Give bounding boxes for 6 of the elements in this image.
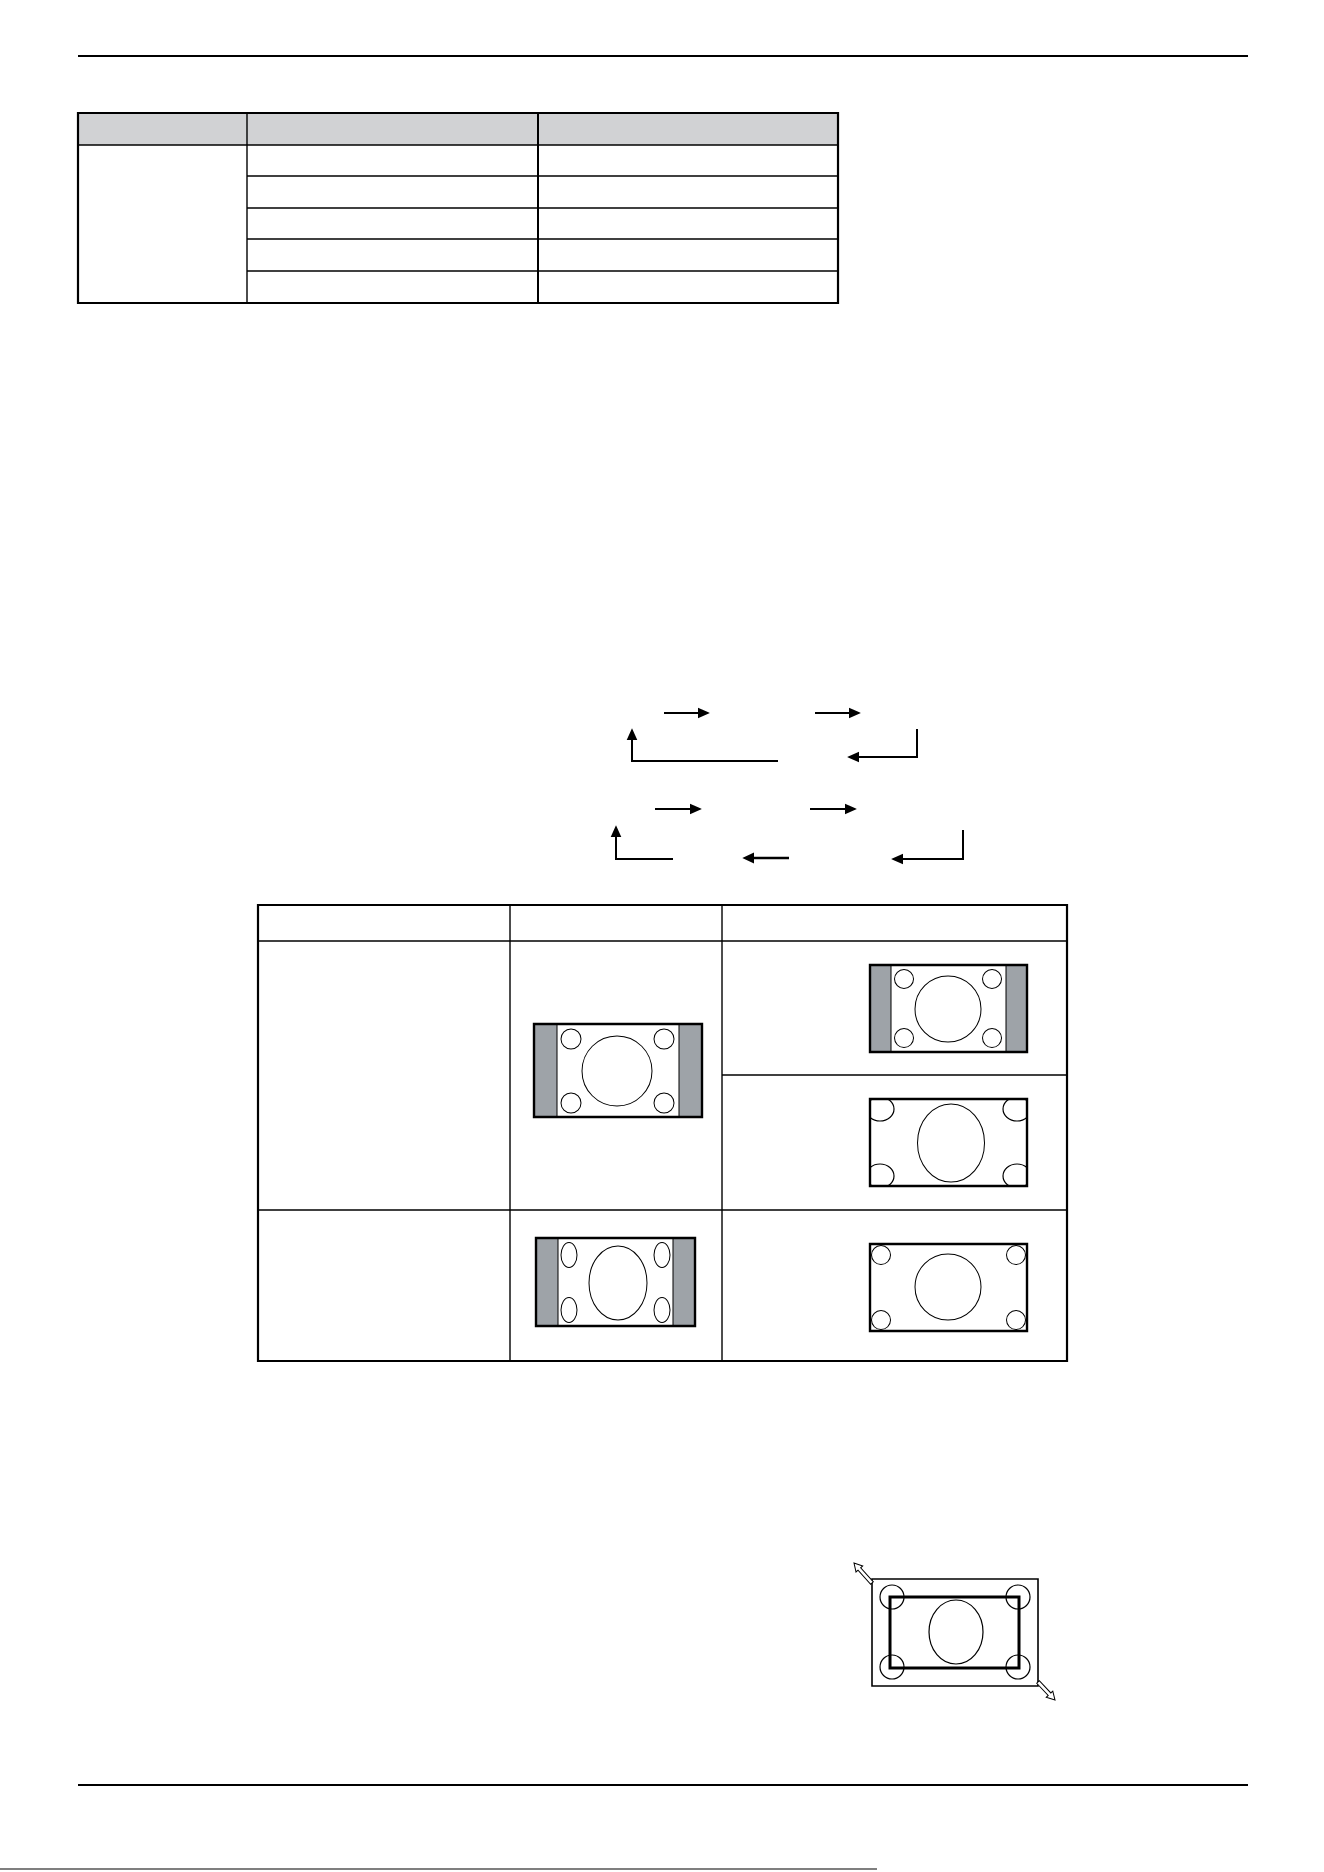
screen-picture bbox=[871, 1578, 1039, 1687]
screen-picture bbox=[868, 1242, 1029, 1333]
screen-picture bbox=[532, 1022, 704, 1119]
screen-picture bbox=[534, 1236, 697, 1328]
screen-picture bbox=[868, 963, 1029, 1054]
screen-picture bbox=[868, 1097, 1029, 1188]
